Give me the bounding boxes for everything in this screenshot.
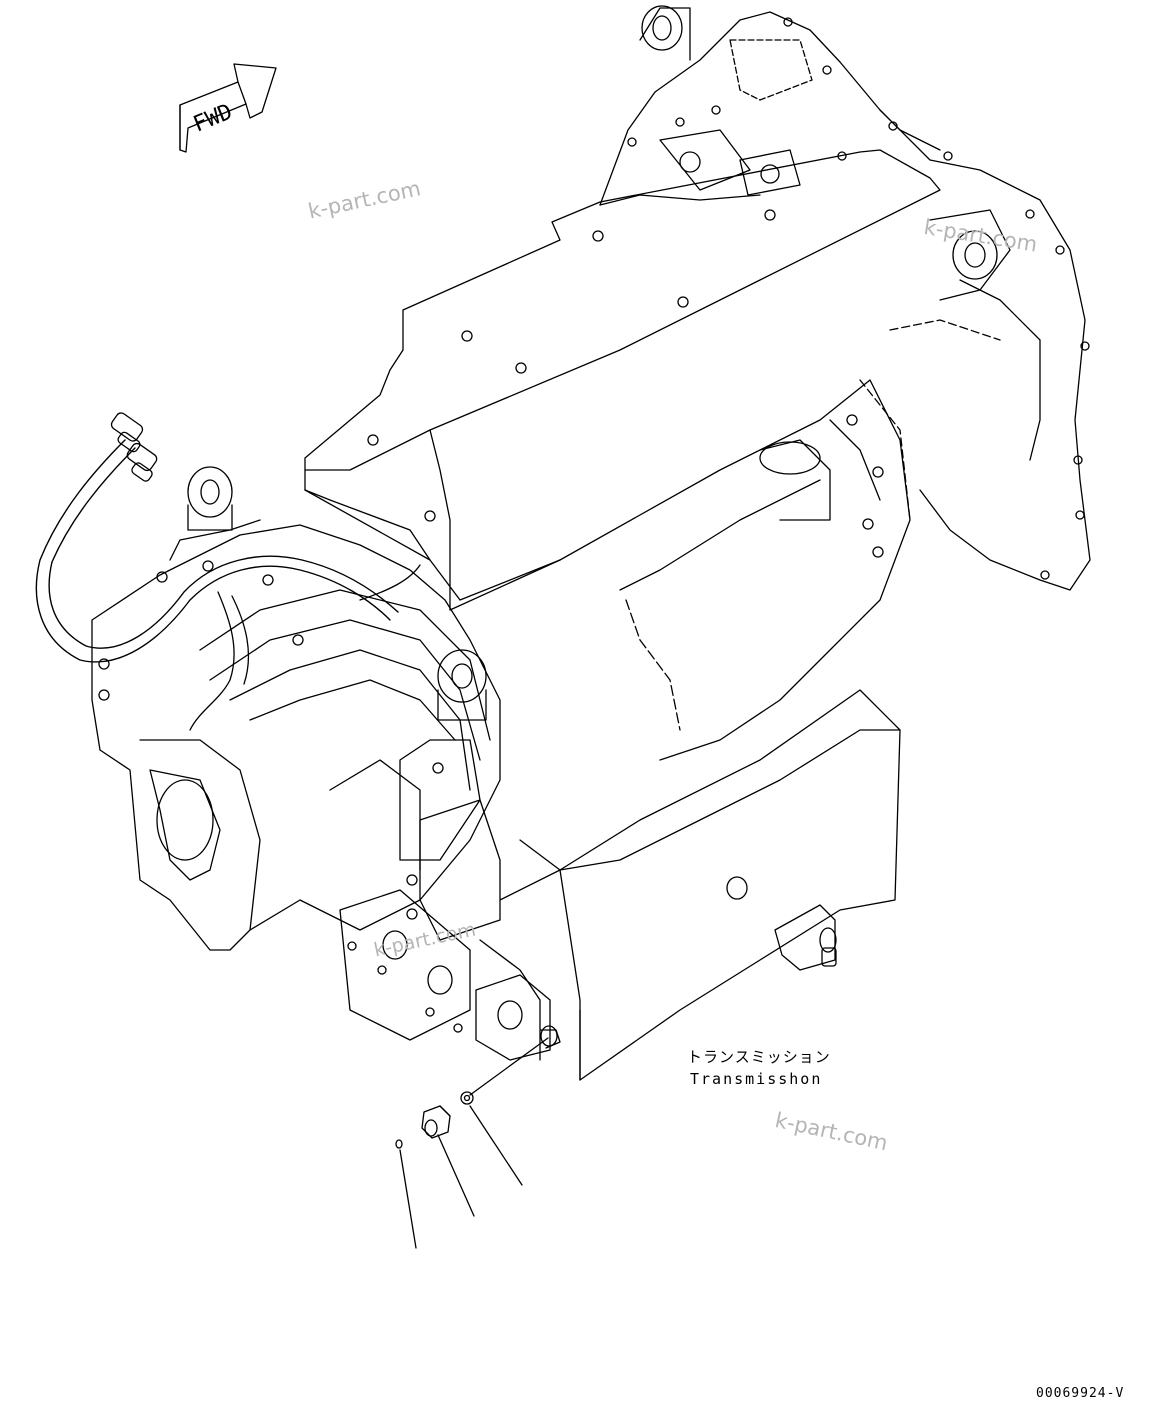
transmission-main-case <box>449 379 911 761</box>
lifting-eye-center <box>437 649 487 721</box>
fwd-sign-text: FWD <box>190 99 236 137</box>
control-valve-block <box>339 799 551 1061</box>
callout-leader-lines <box>399 1105 523 1249</box>
transmission-front-housing <box>91 519 501 951</box>
harness-connector-1 <box>110 412 144 453</box>
transmission-label-japanese: トランスミッション <box>687 1048 831 1066</box>
o-ring-part <box>395 1139 403 1149</box>
transmission-top-cover <box>304 149 941 611</box>
harness-connector-2 <box>126 442 158 482</box>
wiring-harness <box>35 439 421 731</box>
lifting-eye-left <box>187 466 233 531</box>
forward-arrow-icon: FWD <box>179 63 277 153</box>
transmission-label-english: Transmisshon <box>690 1070 823 1088</box>
plug-fitting-part <box>421 1105 451 1139</box>
sensor-port-boss <box>540 1025 561 1049</box>
transmission-rear-housing <box>599 5 1091 591</box>
transmission-oil-pan <box>479 689 901 1081</box>
part-leader-line <box>469 1037 549 1096</box>
gasket-part <box>460 1091 474 1105</box>
drawing-code: 00069924-V <box>1036 1386 1125 1401</box>
